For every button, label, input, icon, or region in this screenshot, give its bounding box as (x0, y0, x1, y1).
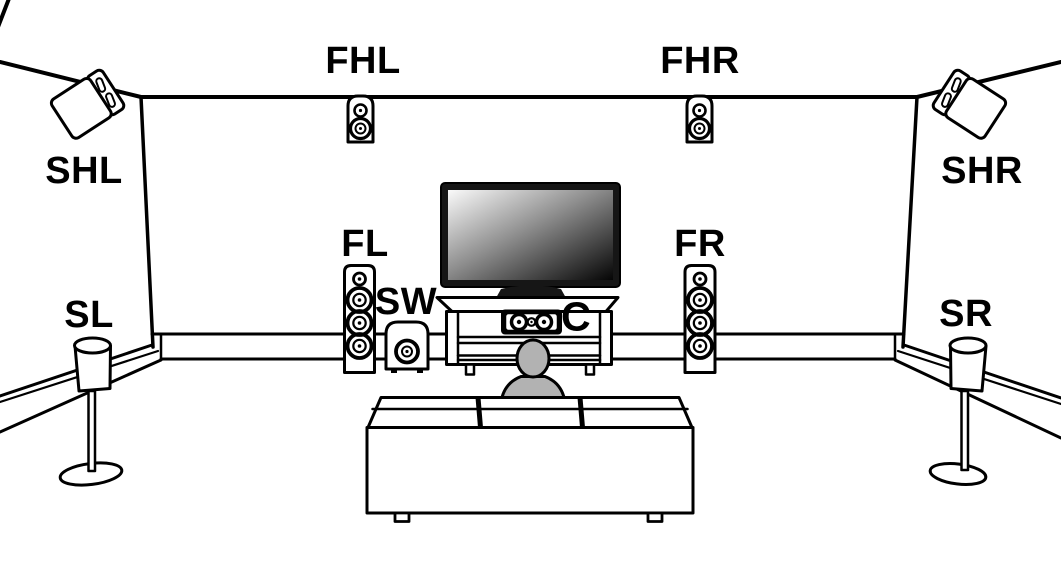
sofa-back-cushions (366, 396, 694, 429)
right-baseboard-bottom (893, 358, 1061, 440)
fl-tweeter-dot (357, 277, 362, 281)
subwoofer-woofer-inner (401, 345, 413, 358)
shr-label: SHR (941, 150, 1023, 192)
sr-stand-pole (960, 389, 970, 472)
fr-woofers (686, 286, 714, 360)
sl-stand-pole (87, 389, 97, 473)
shl-speaker-front-face (49, 76, 113, 140)
listener (499, 338, 567, 404)
subwoofer-foot (391, 369, 397, 373)
center-tweeter-dot (530, 320, 533, 324)
fr-label: FR (674, 223, 726, 265)
left-wall-corner-line (139, 95, 155, 349)
sofa-foot (393, 511, 411, 523)
ceiling-corner-sliver (0, 0, 11, 28)
sofa-cushion-divider (475, 397, 483, 428)
sw-label: SW (374, 281, 438, 323)
sl-label: SL (64, 294, 114, 336)
cabinet-foot (584, 363, 596, 376)
center-woofer-dot (516, 319, 522, 325)
sr-stand-base (928, 462, 988, 486)
fr-speaker (683, 264, 717, 374)
sr-label: SR (939, 293, 993, 335)
fhl-speaker (346, 94, 375, 144)
shr-port-slot-icon (950, 77, 962, 93)
fhr-tweeter-icon (692, 103, 707, 118)
tv-screen (448, 190, 613, 280)
sofa (365, 396, 695, 523)
center-woofer-icon (509, 312, 529, 332)
fhl-tweeter-dot (358, 108, 363, 113)
subwoofer (384, 320, 430, 373)
fr-tweeter-icon (692, 271, 708, 287)
center-woofer-dot (541, 319, 547, 325)
center-woofer-icon (534, 312, 554, 332)
tv (440, 182, 621, 298)
shl-port-slot-icon (105, 92, 116, 108)
fhr-woofer-dot (698, 127, 701, 130)
listener-shoulders (499, 375, 567, 404)
fhl-woofer-dot (359, 127, 362, 130)
subwoofer-foot (417, 369, 423, 373)
fhr-tweeter-dot (697, 108, 702, 113)
sofa-foot (646, 511, 664, 523)
shl-port-slot-icon (95, 77, 107, 93)
fl-tweeter-icon (352, 271, 367, 287)
shr-speaker (931, 68, 1008, 140)
fhr-woofer-icon (687, 116, 712, 141)
shl-speaker (49, 68, 126, 140)
shr-port-slot-icon (941, 92, 952, 108)
sr-speaker (928, 336, 988, 486)
fhl-woofer-inner (354, 122, 367, 135)
fhr-label: FHR (660, 40, 740, 82)
subwoofer-woofer-icon (394, 338, 420, 365)
cabinet-foot (464, 363, 476, 376)
fhl-tweeter-icon (353, 103, 368, 118)
fhr-speaker (685, 94, 714, 144)
sofa-cushion-divider (577, 397, 585, 428)
fhl-woofer-icon (348, 116, 373, 141)
sofa-body (365, 426, 695, 515)
fr-tweeter-dot (698, 277, 702, 281)
center-speaker (501, 309, 562, 335)
left-baseboard-bottom (0, 358, 163, 434)
fl-woofers (345, 286, 374, 360)
fhr-woofer-inner (693, 122, 706, 135)
shr-speaker-front-face (944, 76, 1008, 140)
fl-label: FL (341, 223, 389, 265)
subwoofer-woofer-dot (405, 349, 409, 354)
shl-label: SHL (45, 150, 123, 192)
fhl-label: FHL (325, 40, 401, 82)
ceiling-wall-line (0, 60, 1061, 99)
tv-stand (496, 285, 566, 298)
right-wall-corner-line (901, 95, 919, 349)
sr-speaker-top (948, 336, 988, 355)
fl-speaker (343, 264, 376, 374)
sl-speaker-top (73, 336, 112, 355)
sl-speaker (58, 336, 124, 487)
listener-head (515, 338, 551, 379)
center-label: C (560, 293, 592, 340)
